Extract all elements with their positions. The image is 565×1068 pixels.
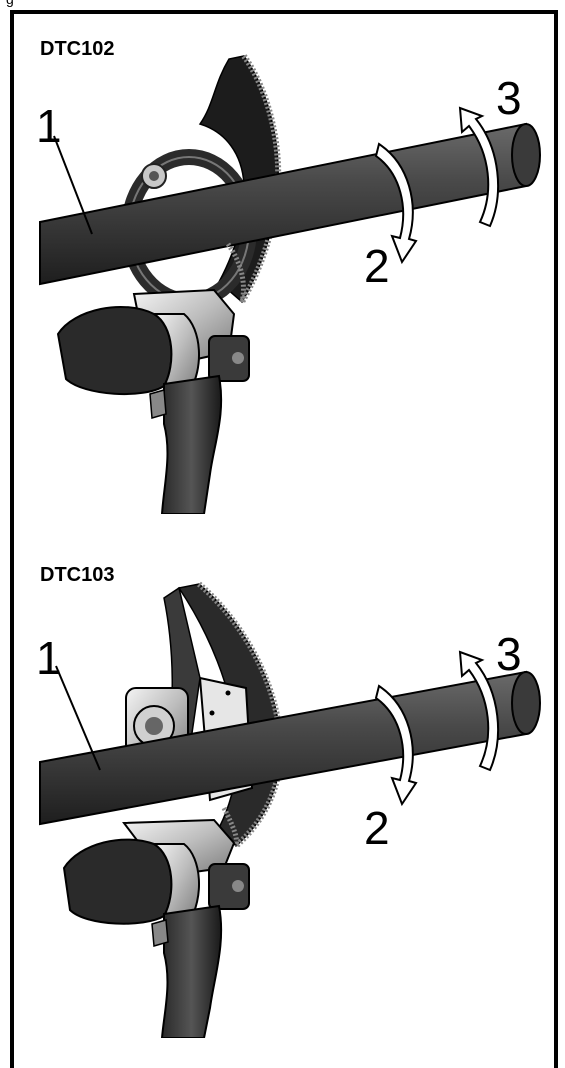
figure-frame	[10, 10, 558, 1068]
panel-dtc103: DTC103	[14, 538, 554, 1038]
leader-line	[55, 665, 101, 771]
pipe	[39, 670, 541, 826]
rotate-down-arrow-icon	[374, 142, 418, 265]
leader-line	[53, 135, 93, 235]
model-label: DTC103	[40, 564, 115, 586]
cable-cutter-illustration: 1 2 3	[36, 581, 541, 1038]
callout-rotate-up: 3	[496, 628, 522, 680]
callout-pipe: 1	[36, 632, 62, 684]
callout-pipe: 1	[36, 100, 62, 152]
tool-head	[56, 288, 250, 395]
callout-rotate-up: 3	[496, 72, 522, 124]
rotate-up-arrow-icon	[458, 650, 500, 772]
cropped-text-fragment: g	[0, 0, 565, 10]
rotate-up-arrow-icon	[458, 106, 500, 228]
cable-cutter-illustration: 1 2 3	[36, 54, 541, 514]
pipe	[39, 122, 541, 286]
tool-handle	[149, 374, 223, 514]
panel-dtc102: DTC102	[14, 14, 554, 514]
rotate-down-arrow-icon	[374, 684, 418, 807]
callout-rotate-down: 2	[364, 802, 390, 854]
tool-head	[62, 818, 250, 925]
tool-handle	[151, 904, 223, 1038]
callout-rotate-down: 2	[364, 240, 390, 292]
model-label: DTC102	[40, 38, 115, 60]
cropped-text: g	[6, 0, 14, 7]
